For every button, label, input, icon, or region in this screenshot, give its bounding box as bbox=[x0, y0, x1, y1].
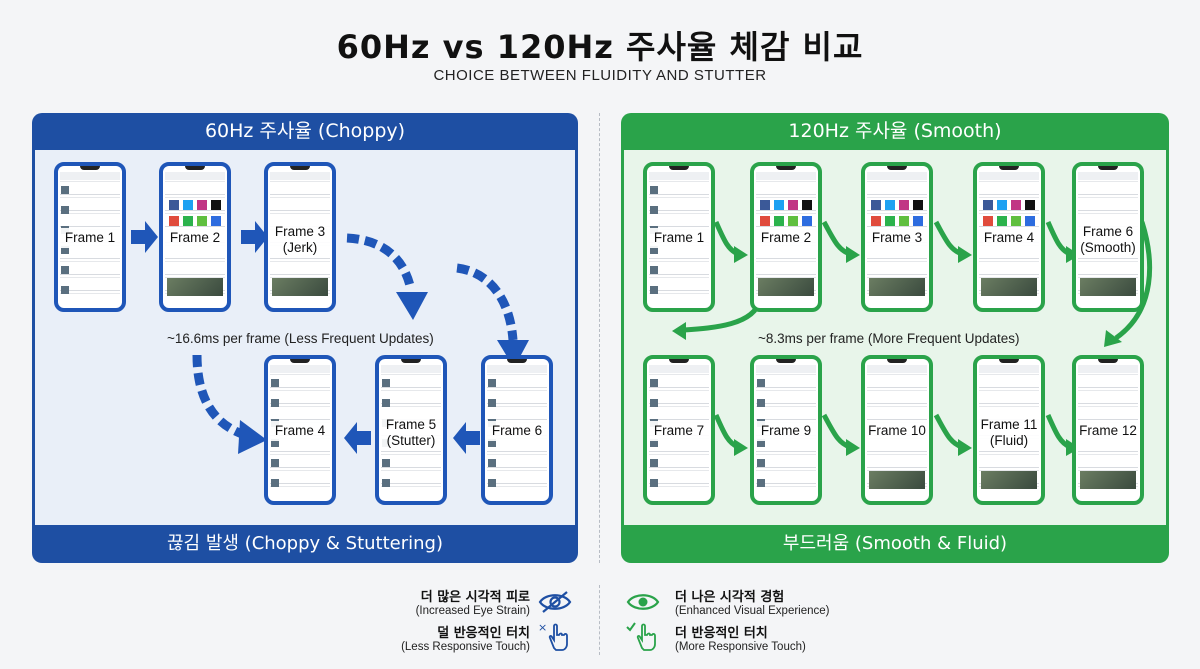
phone-frame-1: Frame 1 bbox=[54, 162, 126, 312]
touch-x-icon: × bbox=[538, 621, 568, 651]
phone-frame-3: Frame 3 (Jerk) bbox=[264, 162, 336, 312]
arrowhead-3 bbox=[396, 292, 428, 320]
frame-label: Frame 6 (Smooth) bbox=[1078, 222, 1138, 258]
eye-crossed-icon bbox=[538, 591, 572, 613]
svg-text:×: × bbox=[538, 621, 547, 634]
legend-less-responsive: 덜 반응적인 터치 (Less Responsive Touch) bbox=[401, 626, 530, 653]
panel-120hz-body: Frame 1 Frame 2 Frame 3 Frame 4 Frame 6 … bbox=[624, 150, 1166, 525]
arrowhead-left-down bbox=[238, 420, 267, 454]
frame-interval-note: ~16.6ms per frame (Less Frequent Updates… bbox=[167, 331, 434, 346]
arrow-2-3 bbox=[241, 221, 268, 253]
legend-more-responsive: 더 반응적인 터치 (More Responsive Touch) bbox=[675, 626, 806, 653]
frame-label: Frame 12 bbox=[1078, 421, 1138, 441]
phone-frame-3: Frame 3 bbox=[861, 162, 933, 312]
arrow-3-jump bbox=[346, 233, 416, 292]
panel-120hz-footer: 부드러움 (Smooth & Fluid) bbox=[782, 533, 1008, 554]
phone-frame-2: Frame 2 bbox=[159, 162, 231, 312]
frame-label: Frame 2 bbox=[756, 228, 816, 248]
frame-interval-note: ~8.3ms per frame (More Frequent Updates) bbox=[758, 331, 1020, 346]
phone-frame-6: Frame 6 (Smooth) bbox=[1072, 162, 1144, 312]
frame-label: Frame 3 bbox=[867, 228, 927, 248]
frame-label: Frame 2 bbox=[165, 228, 225, 248]
panel-60hz: 60Hz 주사율 (Choppy) Frame 1 bbox=[32, 113, 578, 563]
frame-label: Frame 11 (Fluid) bbox=[979, 415, 1039, 451]
panel-60hz-title: 60Hz 주사율 (Choppy) bbox=[204, 120, 406, 142]
frame-label: Frame 7 bbox=[649, 421, 709, 441]
phone-frame-6: Frame 6 bbox=[481, 355, 553, 505]
frame-label: Frame 9 bbox=[756, 421, 816, 441]
frame-label: Frame 4 bbox=[979, 228, 1039, 248]
panel-120hz-title: 120Hz 주사율 (Smooth) bbox=[788, 120, 1002, 142]
phone-frame-12: Frame 12 bbox=[1072, 355, 1144, 505]
phone-frame-10: Frame 10 bbox=[861, 355, 933, 505]
arrow-1-2 bbox=[131, 221, 158, 253]
frame-label: Frame 6 bbox=[487, 421, 547, 441]
legend-visual-experience: 더 나은 시각적 경험 (Enhanced Visual Experience) bbox=[675, 590, 830, 617]
phone-frame-4: Frame 4 bbox=[973, 162, 1045, 312]
frame-label: Frame 1 bbox=[60, 228, 120, 248]
phone-frame-7: Frame 7 bbox=[643, 355, 715, 505]
arrow-6-5 bbox=[453, 422, 480, 454]
panel-60hz-body: Frame 1 Frame 2 Frame 3 (Jerk) Frame 4 F… bbox=[35, 150, 575, 525]
arrow-5-4 bbox=[344, 422, 371, 454]
page-subtitle: CHOICE BETWEEN FLUIDITY AND STUTTER bbox=[433, 67, 767, 84]
frame-label: Frame 10 bbox=[867, 421, 927, 441]
arrow-wrap-right bbox=[1114, 221, 1152, 341]
panel-60hz-footer: 끊김 발생 (Choppy & Stuttering) bbox=[166, 533, 444, 554]
eye-icon bbox=[626, 594, 660, 610]
center-divider bbox=[599, 113, 600, 563]
panel-120hz: 120Hz 주사율 (Smooth) bbox=[621, 113, 1169, 563]
phone-frame-11: Frame 11 (Fluid) bbox=[973, 355, 1045, 505]
frame-label: Frame 3 (Jerk) bbox=[270, 222, 330, 258]
page-title: 60Hz vs 120Hz 주사율 체감 비교 bbox=[336, 28, 864, 66]
legend-divider bbox=[599, 585, 600, 655]
arrowhead-right bbox=[497, 340, 529, 368]
phone-frame-9: Frame 9 bbox=[750, 355, 822, 505]
frame-label: Frame 1 bbox=[649, 228, 709, 248]
arrow-right-jump bbox=[456, 263, 518, 341]
choppy-arrows bbox=[131, 221, 529, 454]
phone-frame-4: Frame 4 bbox=[264, 355, 336, 505]
arrow-left-down bbox=[192, 354, 247, 440]
legend-eye-strain: 더 많은 시각적 피로 (Increased Eye Strain) bbox=[415, 590, 530, 617]
frame-label: Frame 5 (Stutter) bbox=[381, 415, 441, 451]
frame-label: Frame 4 bbox=[270, 421, 330, 441]
touch-check-icon bbox=[626, 622, 656, 651]
phone-frame-2: Frame 2 bbox=[750, 162, 822, 312]
phone-frame-5: Frame 5 (Stutter) bbox=[375, 355, 447, 505]
phone-frame-1: Frame 1 bbox=[643, 162, 715, 312]
